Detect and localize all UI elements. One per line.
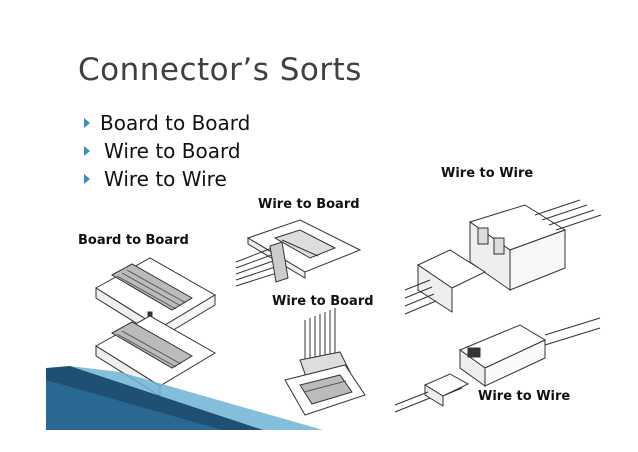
bullet-item-wire-to-board: Wire to Board bbox=[84, 139, 241, 163]
wire-to-board-top-illustration bbox=[235, 219, 362, 287]
bullet-text: Wire to Wire bbox=[104, 167, 227, 191]
slide-title: Connector’s Sorts bbox=[78, 52, 362, 88]
label-board-to-board: Board to Board bbox=[78, 233, 189, 248]
bullet-arrow-icon bbox=[84, 173, 90, 184]
wire-to-board-bottom-illustration bbox=[284, 308, 366, 416]
label-wire-to-board-bottom: Wire to Board bbox=[272, 294, 374, 309]
bullet-text: Wire to Board bbox=[104, 139, 241, 163]
wire-to-wire-bottom-illustration bbox=[394, 317, 601, 413]
bullet-item-board-to-board: Board to Board bbox=[84, 111, 250, 135]
label-wire-to-board-top: Wire to Board bbox=[258, 197, 360, 212]
bullet-text: Board to Board bbox=[100, 111, 251, 135]
bullet-item-wire-to-wire: Wire to Wire bbox=[84, 167, 227, 191]
label-wire-to-wire-bottom: Wire to Wire bbox=[478, 389, 571, 404]
label-wire-to-wire-top: Wire to Wire bbox=[441, 166, 534, 181]
bullet-arrow-icon bbox=[84, 117, 90, 128]
wire-to-wire-top-illustration bbox=[404, 199, 602, 315]
bullet-arrow-icon bbox=[84, 145, 90, 156]
bottom-swoosh-decoration bbox=[46, 366, 366, 452]
